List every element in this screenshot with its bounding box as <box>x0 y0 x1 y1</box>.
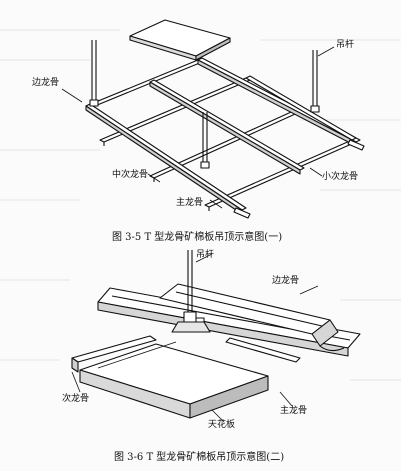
label-main-keel-2: 主龙骨 <box>280 406 308 416</box>
edge-keel-profile <box>159 283 345 352</box>
main-keels <box>85 57 361 215</box>
figure-3-6: 吊杆 边龙骨 次龙骨 天花板 主龙骨 <box>0 240 401 450</box>
label-middle-secondary-keel: 中次龙骨 <box>112 170 149 180</box>
secondary-keel-profile <box>71 335 301 373</box>
label-main-keel-1: 主龙骨 <box>176 198 204 208</box>
keel-end-stubs <box>233 139 365 219</box>
ceiling-detail-drawing <box>71 250 361 423</box>
hanger-rods <box>89 40 320 169</box>
leader-lines-2 <box>71 253 319 423</box>
ceiling-grid-drawing <box>61 19 365 219</box>
ceiling-board <box>79 341 269 419</box>
label-hanger-rod-1: 吊杆 <box>336 40 355 50</box>
leader-lines <box>61 46 335 209</box>
label-edge-keel-2: 边龙骨 <box>272 276 300 286</box>
label-ceiling-board: 天花板 <box>208 420 236 430</box>
figure-caption-3-6: 图 3-6 T 型龙骨矿棉板吊顶示意图(二) <box>114 452 285 463</box>
hanger-rod-assembly <box>171 250 211 333</box>
figure-3-5: 吊杆 边龙骨 中次龙骨 小次龙骨 主龙骨 图 3-5 T 型龙骨矿棉板吊顶示意图… <box>0 0 401 243</box>
label-small-secondary-keel: 小次龙骨 <box>322 172 359 182</box>
label-edge-keel-1: 边龙骨 <box>32 78 60 88</box>
figure-caption-3-5: 图 3-5 T 型龙骨矿棉板吊顶示意图(一) <box>112 232 283 243</box>
label-secondary-keel: 次龙骨 <box>62 394 90 404</box>
ceiling-panel <box>129 19 231 61</box>
label-hanger-rod-2: 吊杆 <box>196 250 215 260</box>
